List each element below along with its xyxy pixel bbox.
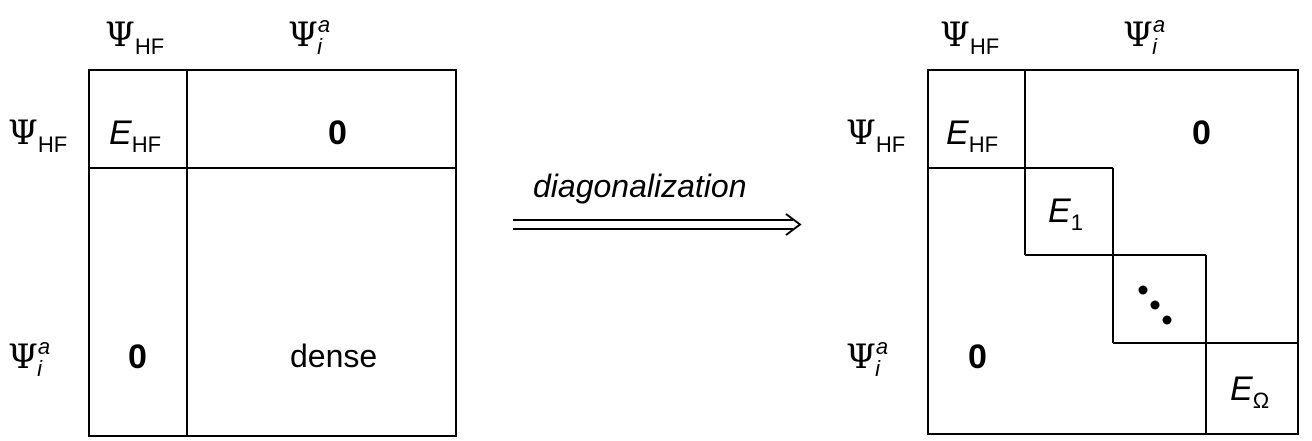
- diagonal-ellipsis: [1138, 285, 1172, 325]
- left-cell-ehf: EHF: [109, 114, 162, 157]
- right-row-header-hf: ΨHF: [846, 113, 906, 157]
- right-cell-zero-upper: 0: [1192, 114, 1211, 152]
- right-cell-ehf: EHF: [946, 114, 999, 157]
- right-col-header-hf: ΨHF: [940, 15, 1000, 59]
- right-col-header-excited: Ψai: [1123, 12, 1166, 59]
- right-cell-e1: E1: [1048, 192, 1083, 235]
- left-cell-zero-top: 0: [328, 114, 347, 152]
- diagonalization-label: diagonalization: [533, 168, 747, 204]
- right-row-header-excited: Ψai: [846, 334, 889, 381]
- left-col-header-hf: ΨHF: [105, 15, 165, 59]
- left-row-header-hf: ΨHF: [8, 113, 68, 157]
- left-cell-dense: dense: [290, 338, 378, 374]
- left-cell-zero-bottom: 0: [128, 338, 147, 376]
- right-cell-zero-lower: 0: [968, 338, 987, 376]
- left-matrix-grid: [88, 69, 457, 437]
- right-matrix-grid: [927, 69, 1299, 435]
- left-col-header-excited: Ψai: [288, 12, 331, 59]
- left-row-header-excited: Ψai: [8, 334, 51, 381]
- double-right-arrow: [513, 213, 802, 236]
- right-cell-eomega: EΩ: [1230, 370, 1270, 413]
